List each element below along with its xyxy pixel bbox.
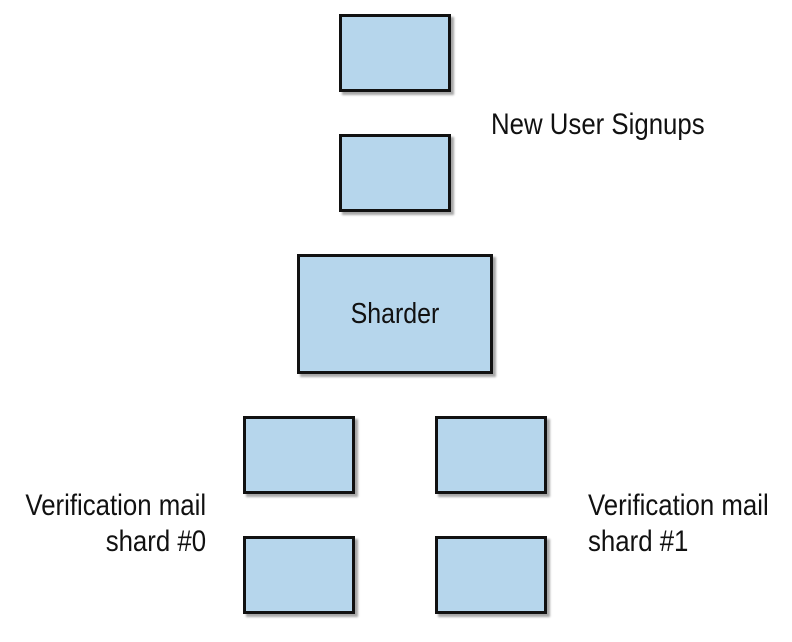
shard0-label: Verification mail shard #0 (25, 488, 206, 560)
shard1-box-bottom (435, 536, 547, 614)
shard1-box-top (435, 416, 547, 494)
shard0-label-line1: Verification mail (25, 489, 206, 522)
signup-queue-box-bottom (339, 134, 451, 212)
shard1-label: Verification mail shard #1 (588, 488, 769, 560)
shard0-box-bottom (243, 536, 355, 614)
signups-label: New User Signups (491, 108, 705, 141)
sharder-box: Sharder (297, 254, 493, 374)
signup-queue-box-top (339, 14, 451, 92)
shard1-label-line2: shard #1 (588, 525, 689, 558)
sharder-label: Sharder (350, 297, 440, 330)
shard0-label-line2: shard #0 (105, 525, 206, 558)
shard0-box-top (243, 416, 355, 494)
shard1-label-line1: Verification mail (588, 489, 769, 522)
